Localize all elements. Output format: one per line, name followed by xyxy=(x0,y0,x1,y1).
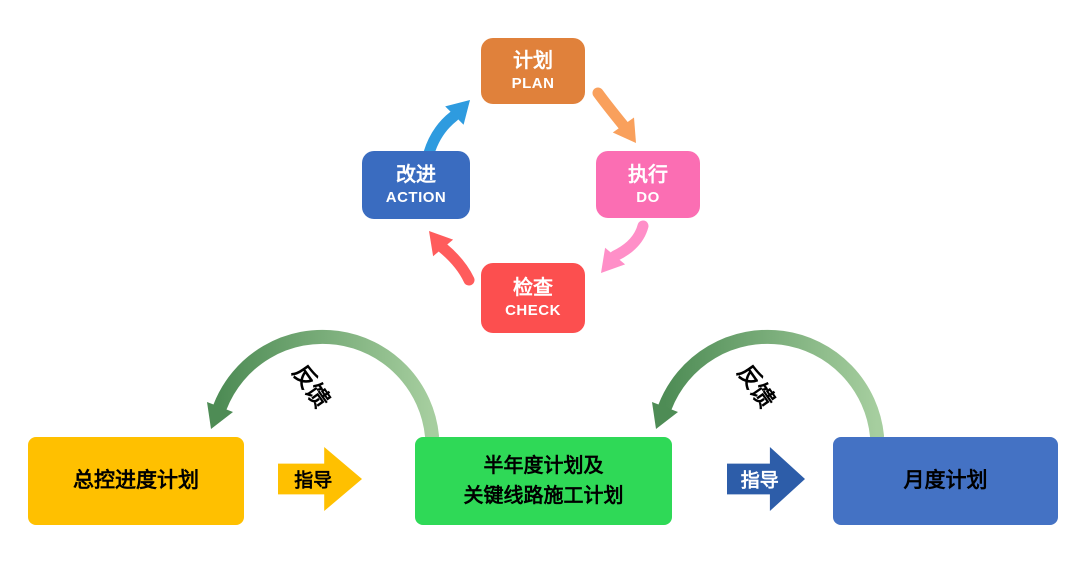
feedback-label-left: 反馈 xyxy=(287,359,336,413)
cycle-arrow-check-to-action-icon xyxy=(429,231,475,286)
pdca-plan-box: 计划 PLAN xyxy=(481,38,585,104)
pdca-plan-label-zh: 计划 xyxy=(513,50,553,73)
monthly-plan-label: 月度计划 xyxy=(903,469,988,493)
pdca-plan-label-en: PLAN xyxy=(511,75,555,93)
guide-arrow-right-label: 指导 xyxy=(740,470,779,492)
pdca-action-label-zh: 改进 xyxy=(396,164,436,187)
cycle-arrow-action-to-plan-icon xyxy=(423,100,470,159)
half-year-plan-label-line2: 关键线路施工计划 xyxy=(463,485,624,507)
master-schedule-label: 总控进度计划 xyxy=(73,469,199,493)
pdca-check-label-en: CHECK xyxy=(505,302,561,320)
guide-arrow-left-label: 指导 xyxy=(294,470,333,492)
guide-arrow-left: 指导 xyxy=(278,447,362,511)
pdca-do-label-en: DO xyxy=(636,188,660,206)
pdca-action-label-en: ACTION xyxy=(385,189,447,207)
feedback-label-right: 反馈 xyxy=(732,359,781,413)
cycle-arrow-plan-to-do-icon xyxy=(592,87,636,143)
pdca-action-box: 改进 ACTION xyxy=(362,151,470,219)
master-schedule-box: 总控进度计划 xyxy=(28,437,244,525)
cycle-arrow-do-to-check-icon xyxy=(601,220,649,273)
guide-arrow-right: 指导 xyxy=(727,447,805,511)
pdca-do-label-zh: 执行 xyxy=(628,163,668,186)
pdca-check-box: 检查 CHECK xyxy=(481,263,585,333)
monthly-plan-box: 月度计划 xyxy=(833,437,1058,525)
half-year-plan-label-line1: 半年度计划及 xyxy=(483,455,604,477)
pdca-do-box: 执行 DO xyxy=(596,151,700,218)
pdca-check-label-zh: 检查 xyxy=(513,277,553,300)
half-year-plan-box: 半年度计划及 关键线路施工计划 xyxy=(415,437,672,525)
